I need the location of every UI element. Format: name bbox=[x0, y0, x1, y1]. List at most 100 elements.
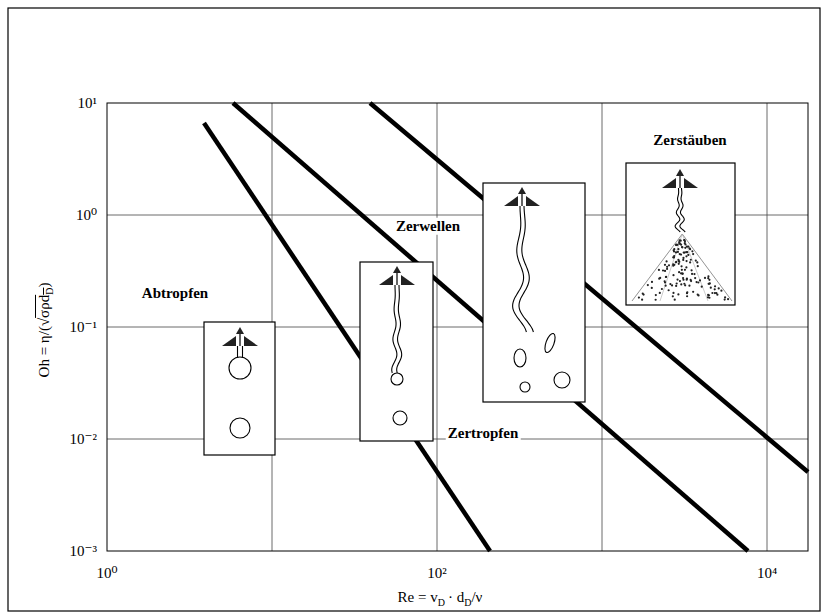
axis-title-part: σρd bbox=[36, 295, 52, 318]
spray-droplet bbox=[685, 255, 687, 257]
spray-droplet bbox=[664, 270, 666, 272]
spray-droplet bbox=[690, 279, 692, 281]
spray-droplet bbox=[704, 277, 706, 279]
spray-droplet bbox=[675, 251, 677, 253]
spray-droplet bbox=[709, 282, 711, 284]
spray-droplet bbox=[707, 296, 709, 298]
spray-droplet bbox=[720, 290, 722, 292]
spray-droplet bbox=[707, 275, 709, 277]
spray-droplet bbox=[665, 260, 667, 262]
spray-droplet bbox=[697, 265, 699, 267]
nozzle-wedge bbox=[222, 336, 236, 346]
regime-boundary bbox=[370, 103, 808, 472]
spray-droplet bbox=[682, 257, 684, 259]
spray-droplet bbox=[642, 293, 644, 295]
nozzle-wedge bbox=[401, 275, 415, 285]
flow-arrowhead bbox=[676, 169, 684, 176]
y-tick-label: 10⁻² bbox=[70, 431, 97, 448]
fragment bbox=[543, 332, 557, 354]
spray-droplet bbox=[651, 287, 653, 289]
pendant-drop bbox=[229, 357, 251, 379]
spray-droplet bbox=[682, 259, 684, 261]
spray-droplet bbox=[691, 250, 693, 252]
spray-droplet bbox=[686, 295, 688, 297]
spray-droplet bbox=[681, 246, 683, 248]
spray-droplet bbox=[707, 294, 709, 296]
axis-title-part: /ν bbox=[471, 589, 482, 605]
spray-droplet bbox=[696, 261, 698, 263]
spray-droplet bbox=[672, 256, 674, 258]
axis-title-part: Re = v bbox=[398, 589, 438, 605]
spray-droplet bbox=[710, 287, 712, 289]
illustration-box bbox=[360, 262, 433, 441]
nozzle-wedge bbox=[662, 178, 676, 188]
spray-droplet bbox=[659, 292, 661, 294]
spray-droplet bbox=[671, 284, 673, 286]
flow-arrow bbox=[679, 174, 680, 188]
spray-cone bbox=[682, 234, 732, 301]
spray-droplet bbox=[661, 288, 663, 290]
spray-droplet bbox=[697, 281, 699, 283]
fragment bbox=[520, 382, 530, 392]
spray-droplet bbox=[641, 299, 643, 301]
spray-droplet bbox=[672, 292, 674, 294]
spray-cone bbox=[660, 234, 682, 301]
spray-droplet bbox=[692, 291, 694, 293]
spray-droplet bbox=[687, 254, 689, 256]
jet-outline bbox=[397, 285, 402, 373]
illustration-box bbox=[483, 183, 585, 402]
drop bbox=[230, 418, 250, 438]
jet-outline bbox=[513, 206, 527, 332]
spray-droplet bbox=[679, 280, 681, 282]
illustration-box bbox=[204, 322, 275, 455]
fragment bbox=[554, 372, 570, 388]
spray-droplet bbox=[677, 248, 679, 250]
pendant-drop bbox=[391, 373, 403, 385]
spray-droplet bbox=[666, 268, 668, 270]
spray-droplet bbox=[685, 260, 687, 262]
axis-title-part: Oh = η/(√ bbox=[36, 318, 52, 378]
axis-title-part: ) bbox=[36, 283, 52, 288]
spray-droplet bbox=[711, 292, 713, 294]
regime-boundary bbox=[233, 103, 748, 551]
spray-droplet bbox=[647, 284, 649, 286]
spray-droplet bbox=[658, 269, 660, 271]
spray-droplet bbox=[691, 273, 693, 275]
spray-droplet bbox=[678, 271, 680, 273]
spray-droplet bbox=[675, 285, 677, 287]
spray-droplet bbox=[715, 292, 717, 294]
spray-droplet bbox=[693, 273, 695, 275]
axis-title-subscript: D bbox=[44, 288, 55, 295]
drop bbox=[393, 411, 407, 425]
jet-outline bbox=[519, 206, 533, 332]
spray-droplet bbox=[684, 252, 686, 254]
spray-droplet bbox=[684, 284, 686, 286]
jet-illustrations bbox=[222, 169, 732, 438]
spray-droplet bbox=[678, 260, 680, 262]
spray-droplet bbox=[674, 299, 676, 301]
spray-droplet bbox=[701, 286, 703, 288]
jet-outline bbox=[237, 346, 238, 358]
nozzle-wedge bbox=[504, 196, 518, 206]
spray-droplet bbox=[680, 283, 682, 285]
y-tick-label: 10⁰ bbox=[76, 207, 97, 224]
regime-label: Zerstäuben bbox=[651, 132, 728, 149]
nozzle-symbol bbox=[504, 187, 540, 206]
flow-arrow bbox=[396, 271, 397, 285]
spray-droplet bbox=[694, 277, 696, 279]
spray-droplet bbox=[684, 269, 686, 271]
spray-droplet bbox=[708, 283, 710, 285]
regime-label: Zertropfen bbox=[446, 425, 521, 442]
spray-cone bbox=[682, 234, 708, 301]
x-tick-label: 10⁰ bbox=[96, 565, 117, 582]
spray-droplet bbox=[708, 294, 710, 296]
spray-droplet bbox=[688, 285, 690, 287]
flow-arrowhead bbox=[393, 266, 401, 273]
spray-droplet bbox=[673, 249, 675, 251]
jet-outline bbox=[680, 188, 685, 232]
grid-lines bbox=[107, 103, 808, 551]
flow-arrowhead bbox=[518, 187, 526, 194]
spray-droplet bbox=[672, 274, 674, 276]
spray-droplet bbox=[681, 246, 683, 248]
